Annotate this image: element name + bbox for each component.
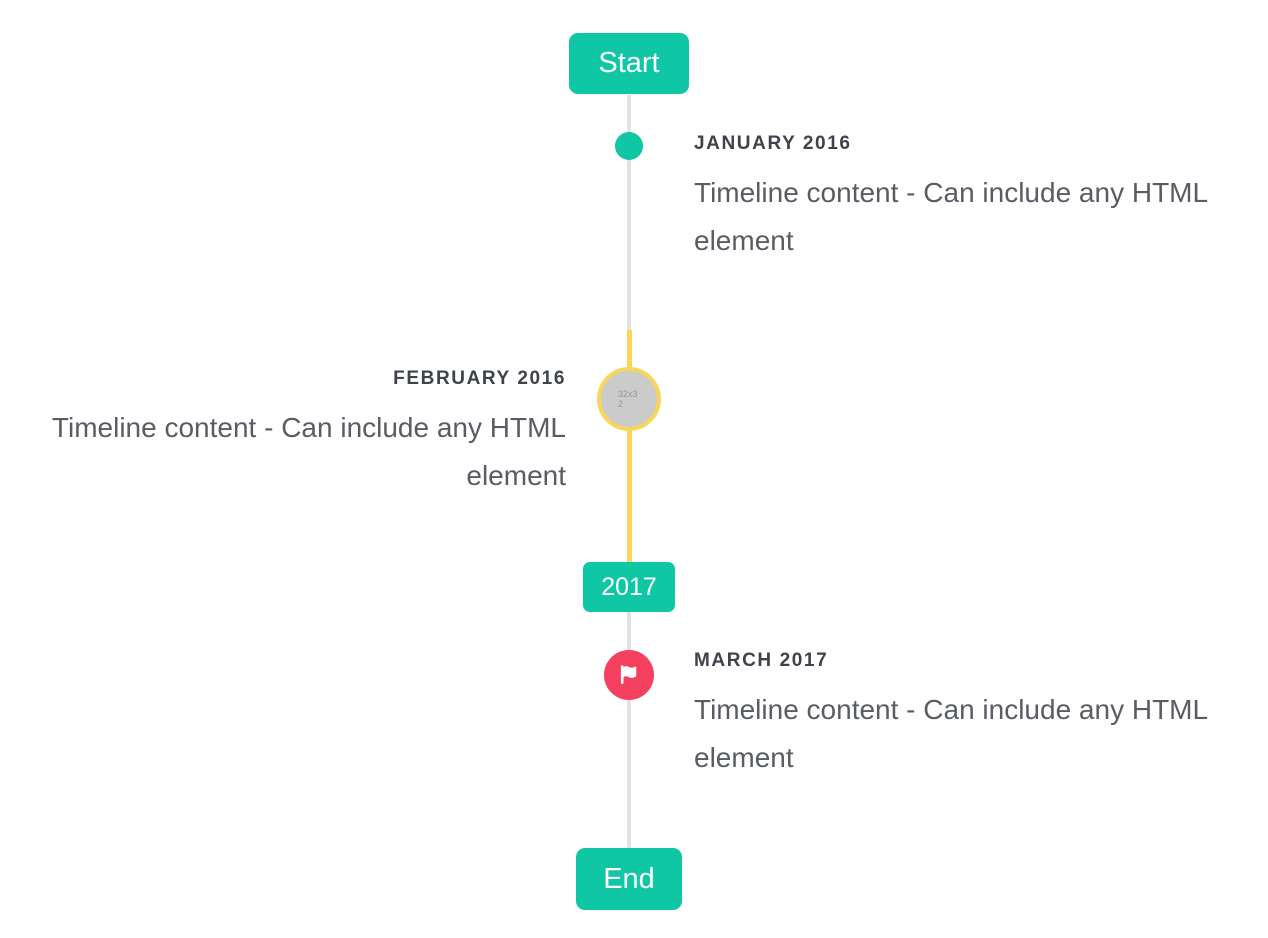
february-marker-circle: 32x32 (597, 367, 661, 431)
item-title: JANUARY 2016 (694, 133, 852, 154)
item-title: MARCH 2017 (694, 650, 829, 671)
timeline-line-bottom (627, 612, 631, 848)
item-content: Timeline content - Can include any HTML … (51, 412, 566, 491)
item-content: Timeline content - Can include any HTML … (694, 177, 1208, 256)
timeline-line-top (627, 95, 631, 330)
march-marker-flag (604, 650, 654, 700)
january-marker-dot-icon (615, 132, 643, 160)
item-content: Timeline content - Can include any HTML … (694, 694, 1208, 773)
item-title: FEBRUARY 2016 (393, 368, 566, 389)
year-badge-2017[interactable]: 2017 (583, 562, 675, 612)
start-badge[interactable]: Start (569, 33, 689, 94)
timeline-item-january-2016: JANUARY 2016 Timeline content - Can incl… (694, 133, 1214, 265)
timeline-item-february-2016: FEBRUARY 2016 Timeline content - Can inc… (46, 368, 566, 500)
timeline-line-highlight (626, 330, 632, 562)
timeline-item-march-2017: MARCH 2017 Timeline content - Can includ… (694, 650, 1214, 782)
flag-icon (617, 663, 641, 687)
broken-image-placeholder: 32x32 (618, 389, 638, 409)
end-badge[interactable]: End (576, 848, 682, 910)
